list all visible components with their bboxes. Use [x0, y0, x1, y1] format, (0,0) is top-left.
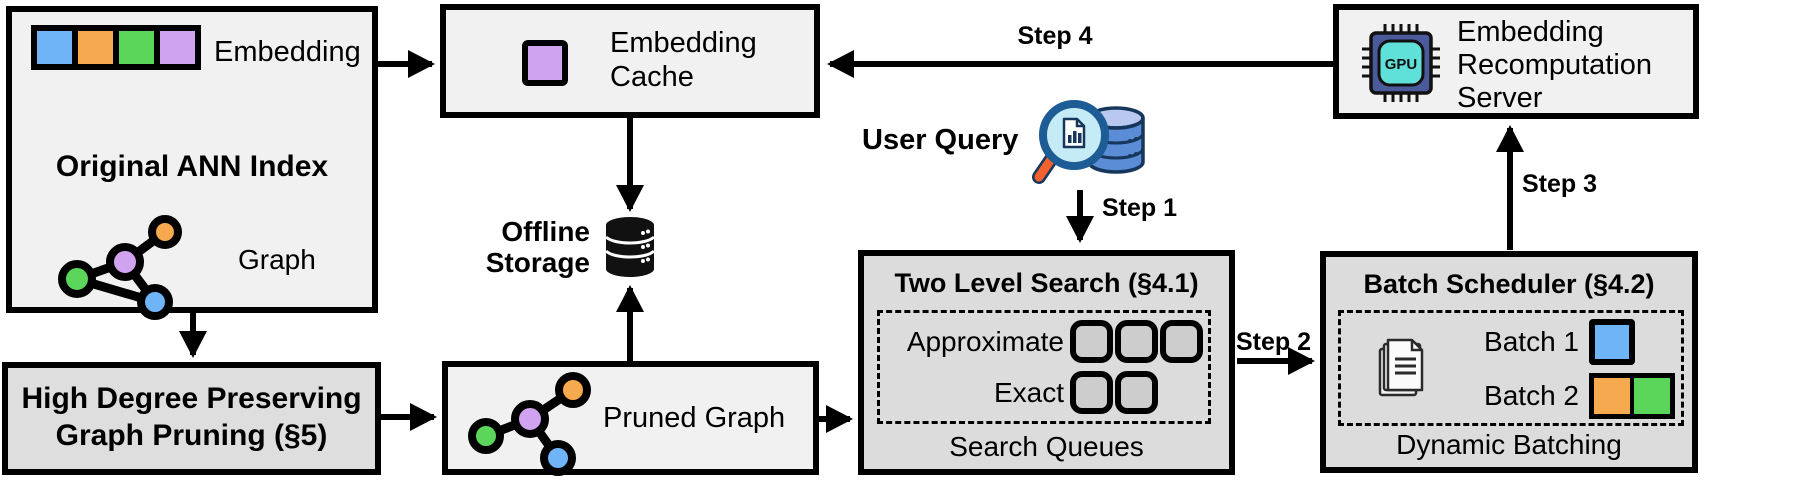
- gpu-label: GPU: [1385, 56, 1418, 73]
- original-ann-index-box: Embedding Original ANN Index Graph: [6, 6, 378, 320]
- embedding-label: Embedding: [214, 36, 361, 68]
- pruned-graph-icon: [468, 372, 591, 476]
- queue-slot: [1160, 320, 1203, 363]
- embedding-cell-blue: [37, 31, 72, 64]
- queue-slot: [1070, 320, 1113, 363]
- pruned-graph-box: Pruned Graph: [442, 361, 819, 476]
- exact-queue-row: Exact: [880, 371, 1208, 414]
- embedding-cache-box: Embedding Cache: [440, 4, 820, 118]
- approximate-queue-row: Approximate: [880, 320, 1208, 363]
- embedding-cell-purple: [160, 31, 195, 64]
- documents-icon: [1378, 338, 1424, 397]
- exact-queue-slots: [1070, 371, 1158, 414]
- embedding-cell-green: [119, 31, 154, 64]
- user-query-label: User Query: [862, 124, 1019, 156]
- queue-slot: [1070, 371, 1113, 414]
- dynamic-batching-caption: Dynamic Batching: [1396, 429, 1622, 460]
- gpu-chip-icon: GPU: [1362, 24, 1440, 102]
- pruned-graph-label: Pruned Graph: [603, 401, 786, 434]
- cached-embedding-icon: [522, 40, 568, 86]
- embedding-cache-label: Embedding Cache: [610, 27, 757, 93]
- batch2-label: Batch 2: [1484, 380, 1579, 411]
- approximate-label: Approximate: [906, 325, 1064, 357]
- batch2-row: Batch 2: [1341, 373, 1681, 419]
- two-level-search-title: Two Level Search (§4.1): [894, 268, 1199, 298]
- step1-label: Step 1: [1102, 194, 1178, 222]
- queue-slot: [1115, 320, 1158, 363]
- graph-pruning-title: High Degree Preserving Graph Pruning (§5…: [21, 382, 362, 452]
- exact-label: Exact: [993, 376, 1064, 408]
- batch-scheduler-title: Batch Scheduler (§4.2): [1363, 269, 1655, 299]
- recomputation-server-box: GPU Embedding Recomputation Server: [1333, 4, 1699, 119]
- step2-label: Step 2: [1236, 328, 1312, 356]
- batch2-cell-green: [1634, 378, 1670, 414]
- dynamic-batching-area: Batch 1 Batch 2: [1338, 310, 1684, 426]
- batch2-embedding-icon: [1589, 373, 1675, 419]
- ann-index-title: Original ANN Index: [55, 150, 329, 183]
- search-queues-area: Approximate Exact: [877, 310, 1211, 424]
- offline-storage-label: Offline Storage: [485, 216, 590, 278]
- embedding-cell-orange: [78, 31, 113, 64]
- graph-label: Graph: [238, 244, 316, 275]
- two-level-search-box: Two Level Search (§4.1) Approximate Exac…: [858, 250, 1235, 475]
- search-queues-caption: Search Queues: [949, 431, 1144, 462]
- embedding-vector-icon: [31, 25, 201, 70]
- recomputation-server-label: Embedding Recomputation Server: [1457, 16, 1653, 114]
- step4-label: Step 4: [1017, 22, 1093, 50]
- batch1-label: Batch 1: [1484, 326, 1579, 357]
- batch2-cell-orange: [1594, 378, 1630, 414]
- batch-scheduler-box: Batch Scheduler (§4.2) Batch 1 Batch 2: [1320, 251, 1698, 473]
- batch1-embedding-icon: [1589, 319, 1635, 365]
- user-query-icon: [1032, 100, 1145, 184]
- step3-label: Step 3: [1522, 170, 1598, 198]
- offline-storage-database-icon: [604, 217, 656, 277]
- queue-slot: [1115, 371, 1158, 414]
- approximate-queue-slots: [1070, 320, 1203, 363]
- graph-pruning-box: High Degree Preserving Graph Pruning (§5…: [2, 362, 381, 475]
- batch1-row: Batch 1: [1341, 319, 1681, 365]
- original-graph-icon: [58, 215, 182, 320]
